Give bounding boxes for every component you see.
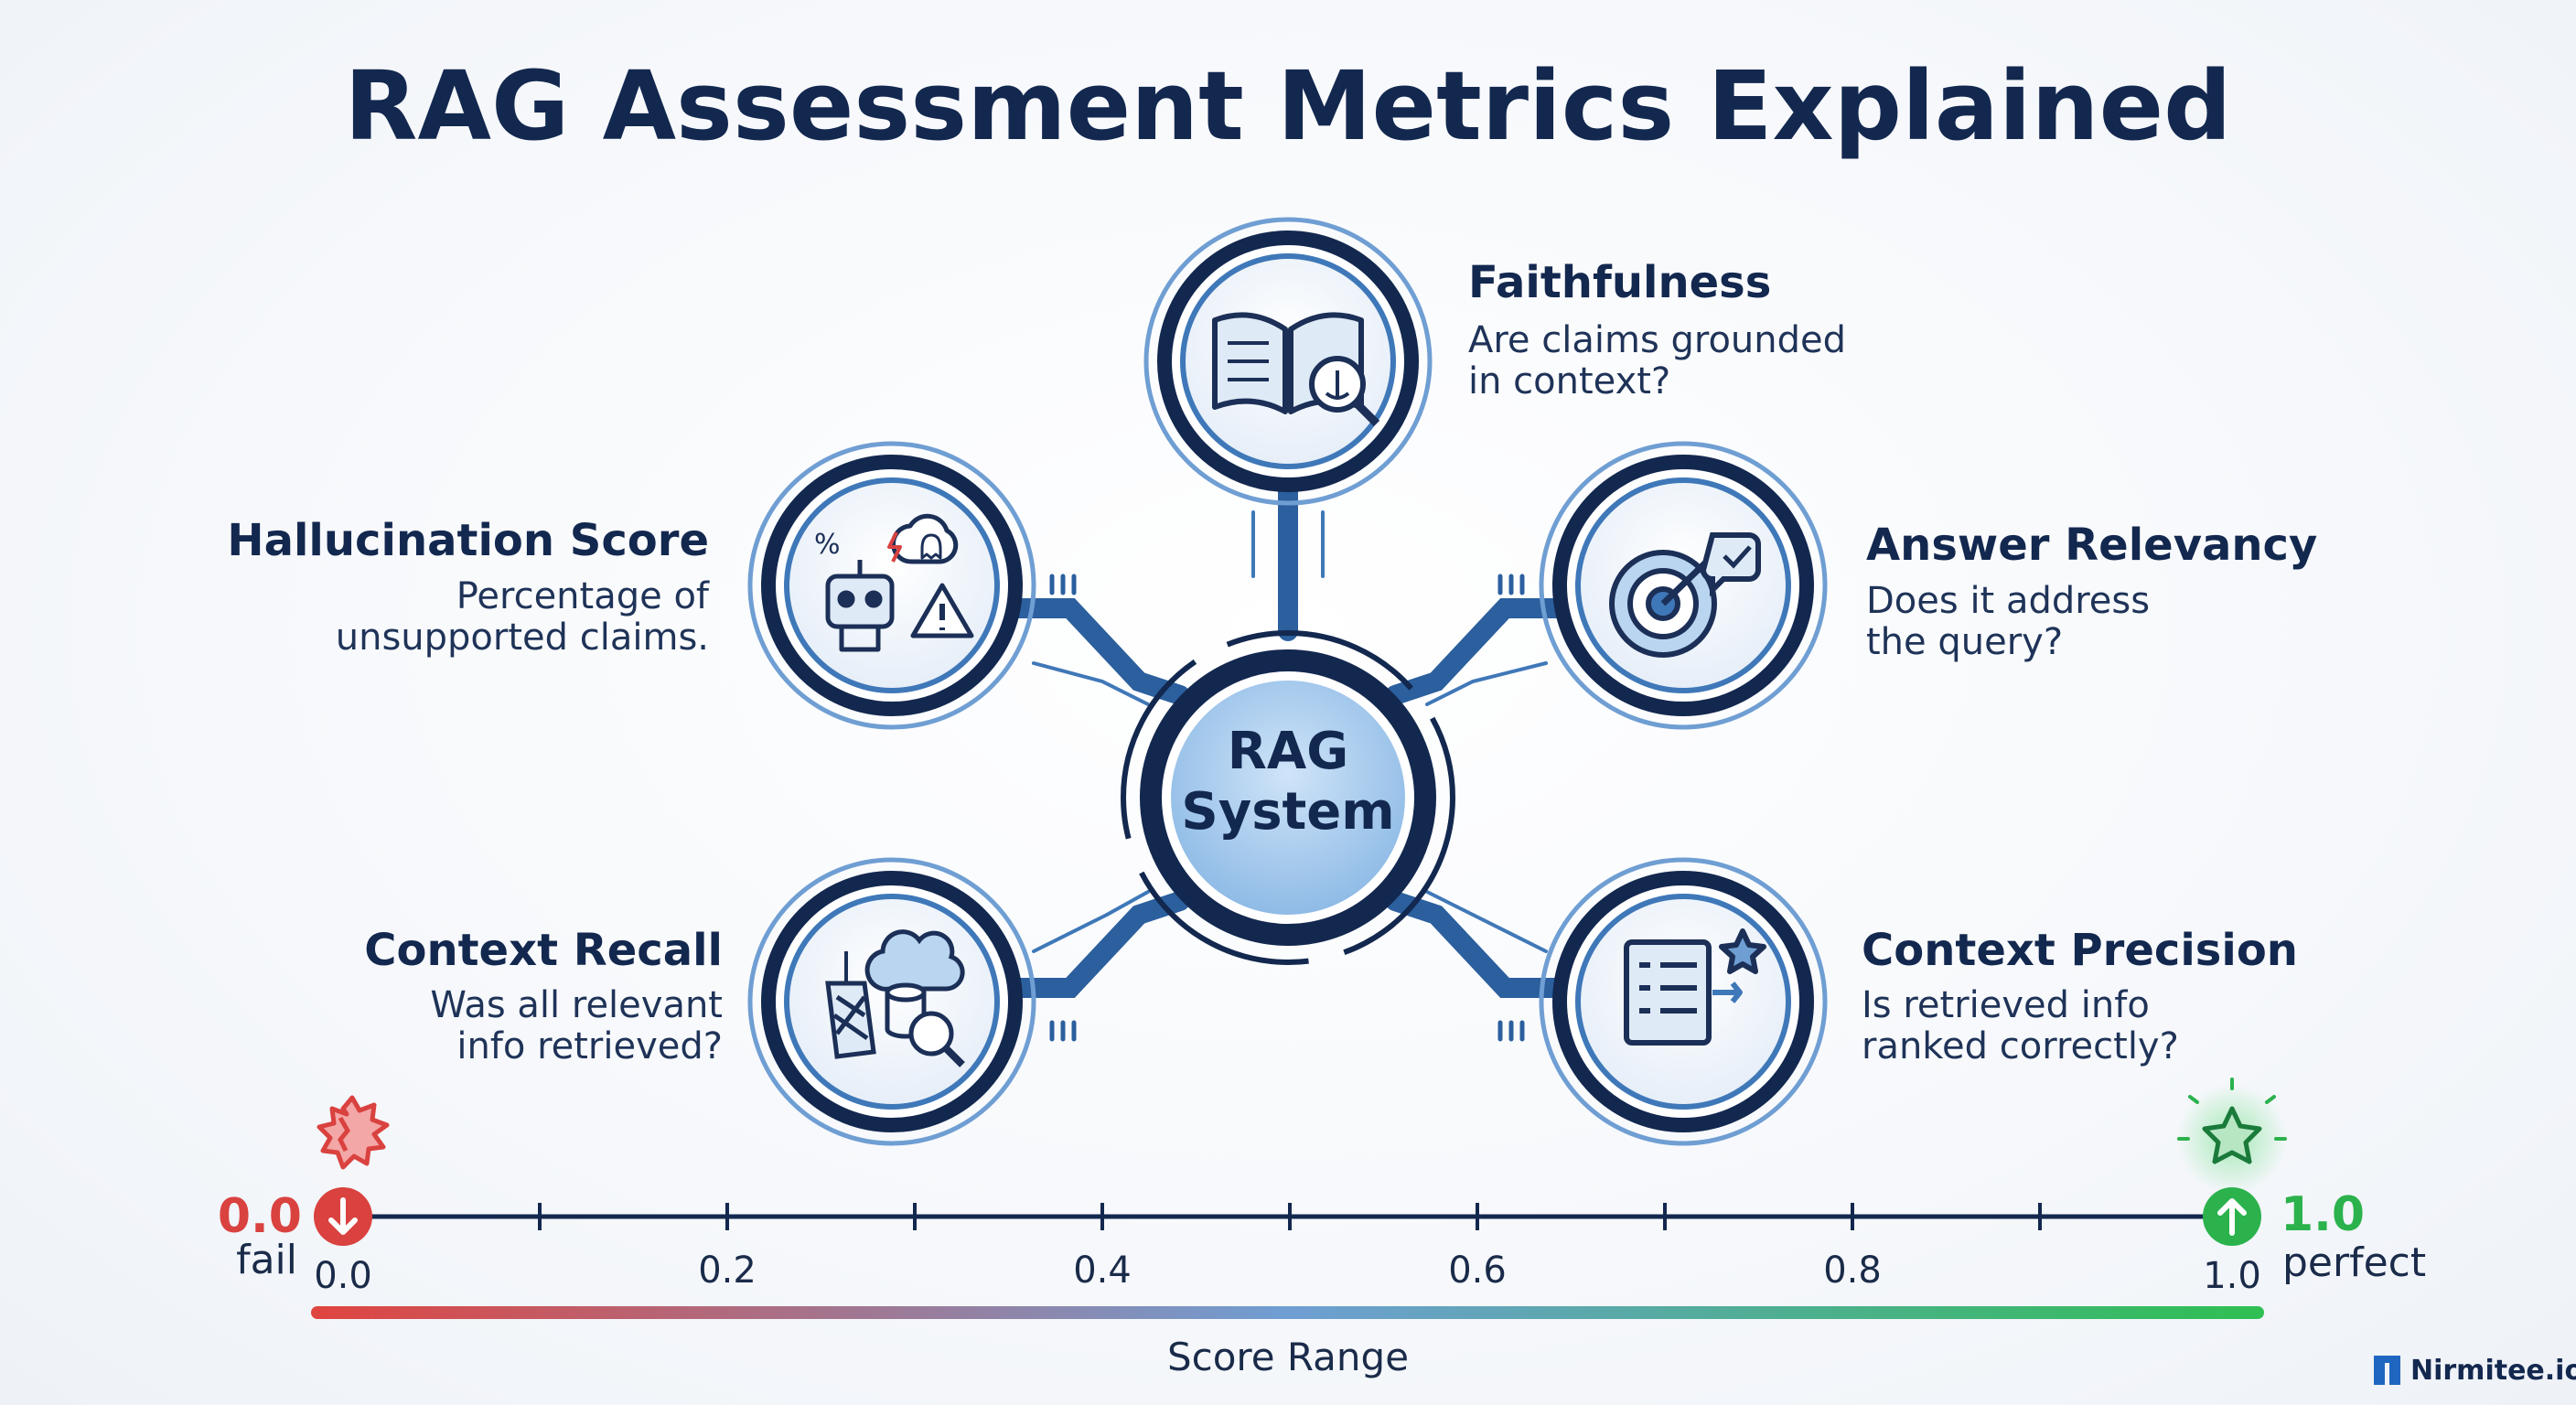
- open-book-anchor-magnifier-icon: [1212, 312, 1380, 427]
- metric-node-faithfulness: [1143, 217, 1433, 506]
- target-arrow-check-bubble-icon: [1609, 532, 1761, 658]
- metric-description: Does it address: [1866, 580, 2150, 622]
- metric-node-context-recall: [747, 857, 1036, 1146]
- metric-description: Is retrieved info: [1862, 984, 2150, 1026]
- scale-max-word: perfect: [2282, 1239, 2426, 1286]
- connector-lines: [969, 466, 1606, 1042]
- metric-label-faithfulness: Faithfulness Are claims grounded in cont…: [1468, 257, 1846, 402]
- metric-description: info retrieved?: [456, 1025, 723, 1067]
- metric-heading: Answer Relevancy: [1866, 520, 2317, 571]
- brand: Nirmitee.io: [2374, 1355, 2576, 1387]
- brand-name: Nirmitee.io: [2410, 1355, 2576, 1387]
- up-arrow-icon: [2203, 1187, 2261, 1246]
- metric-heading: Context Precision: [1862, 925, 2298, 976]
- metric-node-answer-relevancy: [1539, 441, 1828, 730]
- score-gradient-bar: [311, 1306, 2264, 1319]
- page-title: RAG Assessment Metrics Explained: [344, 50, 2231, 162]
- scale-tick-label: 1.0: [2203, 1255, 2261, 1297]
- metric-heading: Hallucination Score: [227, 515, 709, 566]
- scale-min-value: 0.0: [218, 1189, 302, 1244]
- metric-description: the query?: [1866, 621, 2063, 663]
- metric-heading: Faithfulness: [1468, 257, 1771, 308]
- ranked-list-star-icon: [1624, 928, 1766, 1046]
- metric-description: Percentage of: [456, 575, 710, 617]
- scale-max-value: 1.0: [2281, 1187, 2365, 1242]
- svg-text:%: %: [814, 529, 841, 561]
- net-database-cloud-search-icon: [825, 929, 965, 1067]
- scale-tick-label: 0.6: [1448, 1249, 1507, 1292]
- scale-min-word: fail: [236, 1237, 297, 1283]
- metric-node-hallucination-score: %: [747, 441, 1036, 730]
- center-label-line2: System: [1181, 782, 1394, 842]
- metric-heading: Context Recall: [364, 925, 723, 976]
- scale-label: Score Range: [1167, 1335, 1409, 1379]
- scale-tick-label: 0.0: [314, 1255, 372, 1297]
- star-glow-icon: [2177, 1078, 2287, 1194]
- metric-description: ranked correctly?: [1862, 1025, 2179, 1067]
- fail-burst-icon: [317, 1095, 390, 1170]
- metric-label-context-recall: Context Recall Was all relevant info ret…: [364, 925, 723, 1067]
- metric-description: Was all relevant: [430, 984, 723, 1026]
- metric-label-answer-relevancy: Answer Relevancy Does it address the que…: [1866, 520, 2317, 663]
- center-label-line1: RAG: [1228, 722, 1348, 781]
- metric-description: unsupported claims.: [336, 617, 709, 659]
- scale-tick-label: 0.2: [698, 1249, 757, 1292]
- scale-tick-label: 0.8: [1823, 1249, 1882, 1292]
- scale-tick-label: 0.4: [1073, 1249, 1132, 1292]
- score-scale: 0.0 0.2 0.4 0.6 0.8 1.0 0.0 fail 1.0: [218, 1078, 2426, 1379]
- metric-description: Are claims grounded: [1468, 319, 1846, 361]
- metric-label-context-precision: Context Precision Is retrieved info rank…: [1862, 925, 2298, 1067]
- nirmitee-logo-icon: [2374, 1356, 2400, 1385]
- metric-description: in context?: [1468, 360, 1670, 402]
- down-arrow-icon: [314, 1187, 372, 1246]
- center-node: RAG System: [1121, 630, 1455, 965]
- metric-label-hallucination-score: Hallucination Score Percentage of unsupp…: [227, 515, 710, 659]
- robot-ghost-warning-icon: %: [814, 513, 974, 652]
- metric-node-context-precision: [1539, 857, 1828, 1146]
- scale-ticks: [538, 1203, 2042, 1230]
